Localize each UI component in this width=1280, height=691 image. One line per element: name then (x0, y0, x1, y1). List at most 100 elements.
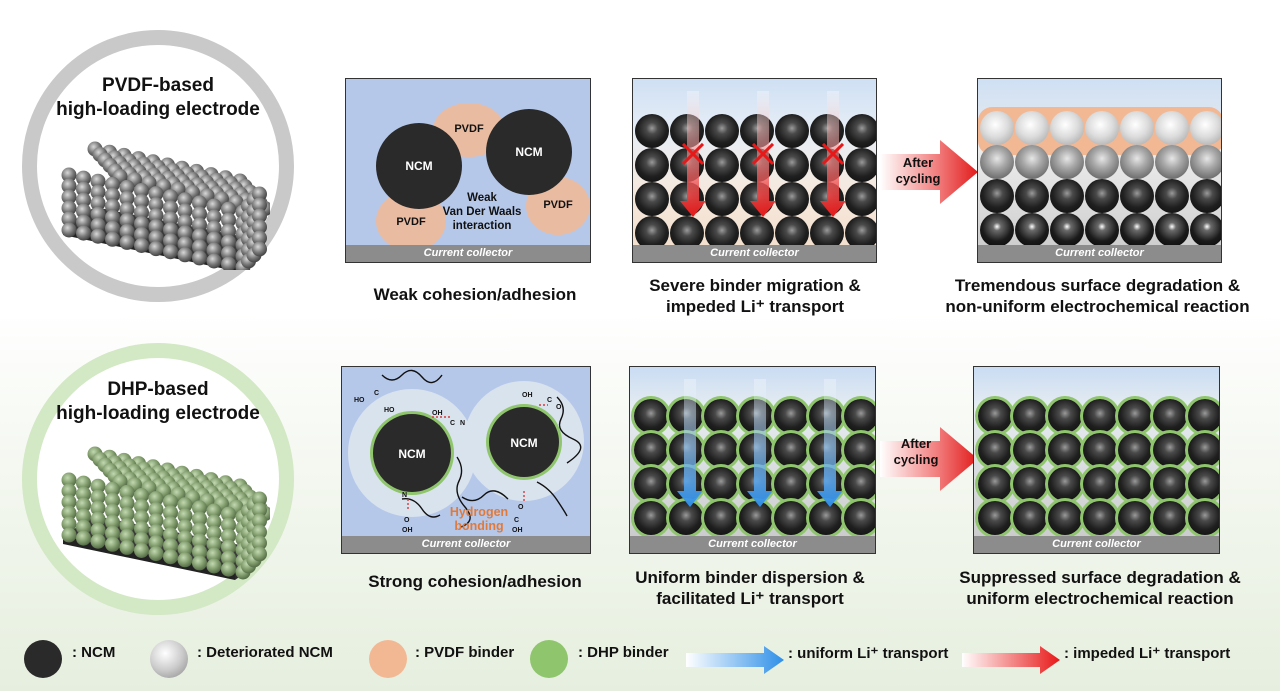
uniform-transport-arrow (677, 379, 703, 507)
impeded-transport-arrow (750, 91, 776, 217)
ncm-particle (1155, 213, 1189, 247)
ncm-particle (845, 216, 876, 250)
current-collector-label: Current collector (630, 536, 875, 553)
ncm-particle (489, 407, 559, 477)
ncm-particle (1153, 501, 1187, 535)
after-cycling-arrow (880, 140, 978, 204)
ncm-particle (704, 467, 738, 501)
ncm-particle (1153, 399, 1187, 433)
current-collector-label: Current collector (633, 245, 876, 262)
ncm-particle (1118, 501, 1152, 535)
ncm-particle (978, 501, 1012, 535)
svg-text:HO: HO (354, 397, 365, 404)
dhp-suppressed-panel: Current collector (973, 366, 1220, 554)
legend-impeded-label: : impeded Li⁺ transport (1064, 645, 1231, 662)
interaction-label: Weak Van Der Waals interaction (432, 191, 532, 233)
caption-line: impeded Li⁺ transport (665, 297, 845, 316)
ncm-particle (980, 145, 1014, 179)
ncm-particle (1050, 111, 1084, 145)
interaction-line: Van Der Waals (442, 206, 522, 218)
svg-text:C: C (374, 390, 379, 397)
ncm-particle (1155, 179, 1189, 213)
ncm-particle (1120, 111, 1154, 145)
ncm-label: NCM (398, 447, 426, 461)
ncm-particle (1013, 467, 1047, 501)
after-cycling-line: After (902, 155, 934, 170)
ncm-particle (1190, 213, 1221, 247)
ncm-particle (1048, 467, 1082, 501)
dhp-electrode-block-illustration (61, 446, 270, 580)
pvdf-panel2-caption: Severe binder migration & impeded Li⁺ tr… (610, 275, 900, 317)
legend-deteriorated-swatch (150, 640, 188, 678)
ncm-particle (1188, 501, 1219, 535)
ncm-particle (774, 433, 808, 467)
ncm-particle (844, 501, 875, 535)
svg-text:OH: OH (512, 527, 523, 534)
ncm-particle (704, 501, 738, 535)
caption-line: facilitated Li⁺ transport (656, 589, 844, 608)
ncm-particle (1188, 467, 1219, 501)
ncm-particle (1050, 213, 1084, 247)
ncm-particle (844, 467, 875, 501)
legend-uniform-label: : uniform Li⁺ transport (788, 645, 949, 662)
pvdf-label: PVDF (543, 199, 573, 211)
pvdf-electrode-block-illustration (61, 141, 270, 270)
hydrogen-bonding-label: Hydrogen bonding (434, 505, 524, 533)
ncm-particle (376, 123, 462, 209)
ncm-particle (774, 467, 808, 501)
legend-dhp-swatch (530, 640, 568, 678)
ncm-particle (1048, 433, 1082, 467)
ncm-particle (980, 213, 1014, 247)
pvdf-label: PVDF (396, 216, 426, 228)
svg-text:N: N (460, 420, 465, 427)
legend-pvdf-label: : PVDF binder (415, 644, 515, 661)
dhp-panel3-caption: Suppressed surface degradation & uniform… (930, 567, 1270, 609)
svg-text:C: C (514, 517, 519, 524)
caption-line: non-uniform electrochemical reaction (945, 297, 1250, 316)
ncm-particle (1048, 501, 1082, 535)
ncm-particle (775, 148, 809, 182)
caption-line: uniform electrochemical reaction (966, 589, 1234, 608)
ncm-particle (705, 148, 739, 182)
ncm-particle (704, 433, 738, 467)
ncm-particle (1083, 433, 1117, 467)
legend-deteriorated-label: : Deteriorated NCM (197, 644, 333, 661)
ncm-particle (634, 467, 668, 501)
ncm-particle (845, 148, 876, 182)
ncm-particle (1188, 433, 1219, 467)
pvdf-panel1-caption: Weak cohesion/adhesion (373, 285, 577, 304)
dhp-dispersion-panel: Current collector (629, 366, 876, 554)
ncm-particle (980, 111, 1014, 145)
ncm-particle (845, 182, 876, 216)
svg-text:C: C (450, 420, 455, 427)
legend-dhp-label: : DHP binder (578, 644, 669, 661)
ncm-particle (845, 114, 876, 148)
svg-text:OH: OH (432, 410, 443, 417)
ncm-particle (634, 501, 668, 535)
ncm-particle (635, 148, 669, 182)
ncm-particle (1085, 111, 1119, 145)
pvdf-migration-panel: Current collector (632, 78, 877, 263)
hbond-line: Hydrogen (449, 505, 509, 519)
ncm-particle (669, 501, 703, 535)
legend-ncm-swatch (24, 640, 62, 678)
pvdf-label: PVDF (454, 123, 484, 135)
ncm-particle (705, 114, 739, 148)
ncm-particle (1190, 111, 1221, 145)
ncm-particle (1013, 399, 1047, 433)
dhp-panel2-caption: Uniform binder dispersion & facilitated … (600, 567, 900, 609)
ncm-particle (705, 182, 739, 216)
ncm-particle (1118, 467, 1152, 501)
svg-text:N: N (402, 492, 407, 499)
ncm-particle (775, 182, 809, 216)
ncm-particle (775, 216, 809, 250)
ncm-particle (635, 216, 669, 250)
ncm-particle (1050, 145, 1084, 179)
ncm-particle (635, 114, 669, 148)
svg-text:HO: HO (384, 407, 395, 414)
pvdf-title-line1: PVDF-based (102, 75, 214, 96)
dhp-title-line2: high-loading electrode (56, 403, 260, 424)
ncm-particle (1013, 501, 1047, 535)
ncm-particle (634, 399, 668, 433)
ncm-particle (978, 467, 1012, 501)
